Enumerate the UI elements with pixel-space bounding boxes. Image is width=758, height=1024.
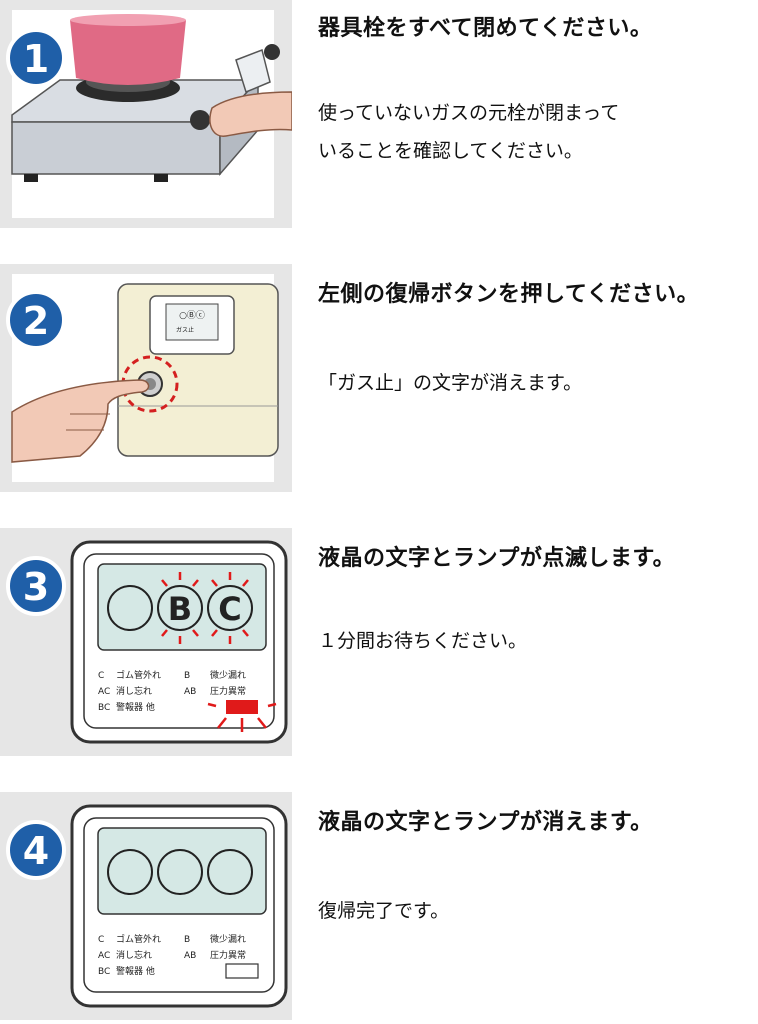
step-1-description: 使っていないガスの元栓が閉まって いることを確認してください。 — [318, 94, 619, 170]
step-3-illustration: B C C ゴム管外れ B 微少漏れ AC 消し忘れ AB 圧力異常 BC 警報… — [0, 528, 292, 756]
legend-code: C — [98, 935, 104, 945]
legend-code: B — [184, 671, 190, 681]
step-3-heading: 液晶の文字とランプが点滅します。 — [318, 546, 676, 571]
step-1-illustration: 1 — [0, 0, 292, 228]
step-2-description: 「ガス止」の文字が消えます。 — [318, 364, 582, 402]
lcd-indicator-2 — [157, 849, 203, 895]
step-4: C ゴム管外れ B 微少漏れ AC 消し忘れ AB 圧力異常 BC 警報器 他 … — [0, 792, 758, 1024]
lcd-indicator-b — [157, 585, 203, 631]
lcd-letter-c: C — [218, 590, 241, 628]
legend-code: BC — [98, 703, 110, 713]
lcd-letter-b: B — [168, 590, 192, 628]
desc-line: いることを確認してください。 — [318, 140, 583, 162]
step-1: 1 器具栓をすべて閉めてください。 使っていないガスの元栓が閉まって いることを… — [0, 0, 758, 232]
step-number: 4 — [23, 829, 49, 873]
step-4-description: 復帰完了です。 — [318, 892, 449, 930]
step-number-badge — [6, 290, 66, 350]
step-3-description: １分間お待ちください。 — [318, 622, 527, 660]
legend-text: 警報器 他 — [116, 965, 155, 977]
legend-code: AC — [98, 951, 110, 961]
legend-text: 微少漏れ — [210, 933, 246, 945]
desc-line: １分間お待ちください。 — [318, 630, 528, 652]
legend-text: ゴム管外れ — [116, 933, 161, 945]
legend-code: AC — [98, 687, 110, 697]
lcd-indicator-3 — [207, 849, 253, 895]
warning-lamp — [226, 700, 258, 714]
legend-text: 消し忘れ — [116, 685, 152, 697]
meter-glyphs: ○Ⓑⓒ — [179, 310, 205, 321]
legend-code: B — [184, 935, 190, 945]
lcd-indicator-1 — [107, 849, 153, 895]
desc-line: 復帰完了です。 — [318, 900, 450, 922]
warning-lamp-off — [225, 963, 259, 979]
step-number-badge — [6, 28, 66, 88]
step-number: 3 — [23, 565, 49, 609]
legend-text: 圧力異常 — [210, 685, 246, 697]
legend-text: 微少漏れ — [210, 669, 246, 681]
step-number: 2 — [23, 299, 49, 343]
step-4-illustration: C ゴム管外れ B 微少漏れ AC 消し忘れ AB 圧力異常 BC 警報器 他 … — [0, 792, 292, 1020]
lcd-indicator-1 — [107, 585, 153, 631]
step-2-heading: 左側の復帰ボタンを押してください。 — [318, 282, 700, 307]
legend-code: AB — [184, 687, 196, 697]
step-2-illustration: ○Ⓑⓒ ガス止 2 — [0, 264, 292, 492]
step-4-heading: 液晶の文字とランプが消えます。 — [318, 810, 653, 835]
step-3: B C C ゴム管外れ B 微少漏れ AC 消し忘れ AB 圧力異常 BC 警報… — [0, 528, 758, 760]
legend-code: AB — [184, 951, 196, 961]
blink-rays — [161, 572, 249, 644]
legend-text: 圧力異常 — [210, 949, 246, 961]
step-number-badge — [6, 820, 66, 880]
legend-text: ゴム管外れ — [116, 669, 161, 681]
step-2: ○Ⓑⓒ ガス止 2 左側の復帰ボタンを押してください。 「ガス止」の文字が消えま… — [0, 264, 758, 496]
step-1-heading: 器具栓をすべて閉めてください。 — [318, 16, 653, 41]
step-number-badge — [6, 556, 66, 616]
legend-code: C — [98, 671, 104, 681]
step-number: 1 — [23, 37, 49, 81]
lcd-indicator-c — [207, 585, 253, 631]
legend-code: BC — [98, 967, 110, 977]
legend-text: 消し忘れ — [116, 949, 152, 961]
meter-gas-stop-label: ガス止 — [176, 326, 194, 334]
desc-line: 「ガス止」の文字が消えます。 — [318, 372, 583, 394]
legend-text: 警報器 他 — [116, 701, 155, 713]
desc-line: 使っていないガスの元栓が閉まって — [318, 102, 620, 124]
